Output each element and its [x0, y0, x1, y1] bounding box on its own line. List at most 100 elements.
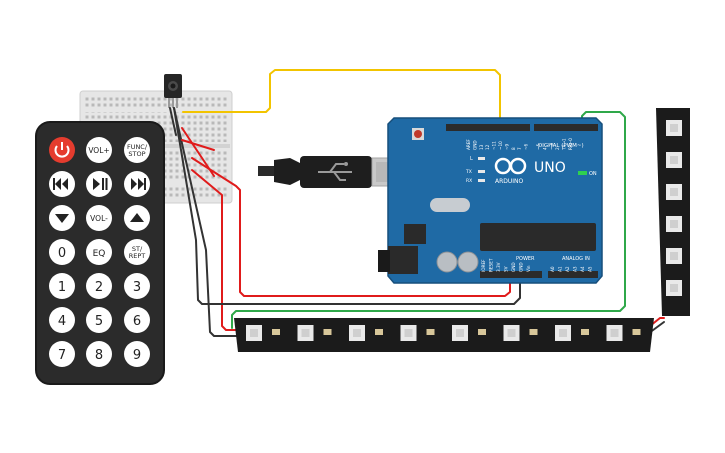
digital-header-right	[534, 124, 598, 131]
analog-pin-label: A3	[573, 266, 578, 272]
digital-pin-label: ~5	[536, 143, 541, 150]
wire-red-power	[191, 157, 511, 297]
power-pin-label: RESET	[489, 258, 494, 272]
led-strip-horizontal	[234, 318, 654, 352]
digital-label: DIGITAL (PWM~)	[538, 143, 584, 149]
power-jack	[388, 246, 418, 274]
power-pin-label: Vin	[526, 265, 531, 272]
nine-button[interactable]: 9	[124, 341, 150, 367]
analog-pin-label: A0	[550, 266, 555, 272]
digital-pin-label: RX←0	[568, 138, 573, 150]
l-label: L	[470, 156, 473, 162]
eight-button[interactable]: 8	[86, 341, 112, 367]
power-button[interactable]	[49, 137, 75, 163]
wire-black-gnd	[173, 107, 521, 305]
seven-button[interactable]: 7	[49, 341, 75, 367]
wire-yellow	[182, 69, 501, 127]
digital-pin-label: GND	[472, 140, 477, 150]
digital-pin-label: 12	[485, 144, 490, 150]
vol-up-button[interactable]: VOL+	[86, 137, 112, 163]
zero-button[interactable]: 0	[49, 239, 75, 265]
wire-green	[231, 111, 626, 329]
on-label: ON	[589, 171, 597, 177]
capacitor-2	[457, 251, 479, 273]
digital-pin-label: 7	[517, 147, 522, 150]
atmega-chip	[480, 223, 596, 251]
capacitor-1	[436, 251, 458, 273]
analog-label: ANALOG IN	[562, 256, 590, 262]
down-arrow-icon	[55, 214, 69, 223]
analog-pin-label: A2	[565, 266, 570, 272]
arduino-uno-board[interactable]: ARDUINO UNO DIGITAL (PWM~) POWER ANALOG …	[378, 117, 603, 284]
five-button[interactable]: 5	[86, 307, 112, 333]
six-label: 6	[133, 314, 141, 329]
fast-forward-icon	[131, 178, 146, 190]
zero-label: 0	[58, 246, 66, 261]
three-label: 3	[133, 280, 141, 295]
nine-label: 9	[133, 348, 141, 363]
power-pin-label: GND	[519, 262, 524, 272]
regulator	[404, 224, 426, 244]
on-led	[578, 171, 587, 175]
ir-receiver[interactable]	[164, 74, 182, 108]
three-button[interactable]: 3	[124, 273, 150, 299]
up-button[interactable]	[124, 205, 150, 231]
tx-label: TX	[465, 169, 472, 175]
play-pause-button[interactable]	[86, 171, 112, 197]
analog-pin-label: A1	[558, 266, 563, 272]
func-stop-label: FUNC/STOP	[127, 143, 148, 158]
digital-pin-label: 8	[511, 147, 516, 150]
vol-down-button[interactable]: VOL-	[86, 205, 112, 231]
four-label: 4	[58, 314, 66, 329]
ir-remote: VOL+ FUNC/STOP	[35, 121, 165, 385]
wire-black-strip	[173, 107, 239, 337]
digital-pin-label: ~9	[504, 143, 509, 150]
analog-header	[548, 271, 598, 278]
digital-pin-label: AREF	[466, 139, 471, 150]
power-pin-label: 5V	[504, 266, 509, 272]
rx-label: RX	[466, 178, 472, 184]
wire-red-strip	[191, 169, 239, 331]
func-stop-button[interactable]: FUNC/STOP	[124, 137, 150, 163]
digital-pin-label: ~6	[524, 143, 529, 150]
power-header	[480, 271, 542, 278]
eq-button[interactable]: EQ	[86, 239, 112, 265]
six-button[interactable]: 6	[124, 307, 150, 333]
eight-label: 8	[95, 348, 103, 363]
vol-up-label: VOL+	[88, 146, 109, 155]
arduino-brand: ARDUINO	[495, 178, 524, 185]
crystal	[430, 198, 470, 212]
usb-icon	[318, 163, 352, 181]
play-pause-icon	[93, 178, 108, 190]
power-label: POWER	[516, 256, 535, 262]
led-strip-vertical	[656, 108, 690, 316]
st-rept-button[interactable]: ST/REPT	[124, 239, 150, 265]
power-pin-label: IOREF	[481, 259, 486, 272]
four-button[interactable]: 4	[49, 307, 75, 333]
down-button[interactable]	[49, 205, 75, 231]
arduino-model: UNO	[534, 160, 566, 176]
seven-label: 7	[58, 348, 66, 363]
digital-pin-label: ~11	[492, 141, 497, 150]
arduino-logo-icon	[494, 157, 527, 175]
digital-pin-label: ~10	[498, 141, 503, 150]
one-label: 1	[58, 280, 66, 295]
two-button[interactable]: 2	[86, 273, 112, 299]
digital-pin-label: 13	[479, 144, 484, 150]
digital-pin-label: TX→1	[562, 138, 567, 151]
fast-forward-button[interactable]	[124, 171, 150, 197]
two-label: 2	[95, 280, 103, 295]
analog-pin-label: A5	[588, 266, 593, 272]
rewind-button[interactable]	[49, 171, 75, 197]
up-arrow-icon	[130, 213, 144, 222]
digital-pin-label: 2	[555, 147, 560, 150]
eq-label: EQ	[93, 249, 106, 259]
st-rept-label: ST/REPT	[129, 245, 146, 260]
analog-pin-label: A4	[580, 266, 585, 272]
one-button[interactable]: 1	[49, 273, 75, 299]
rewind-icon	[53, 178, 68, 190]
